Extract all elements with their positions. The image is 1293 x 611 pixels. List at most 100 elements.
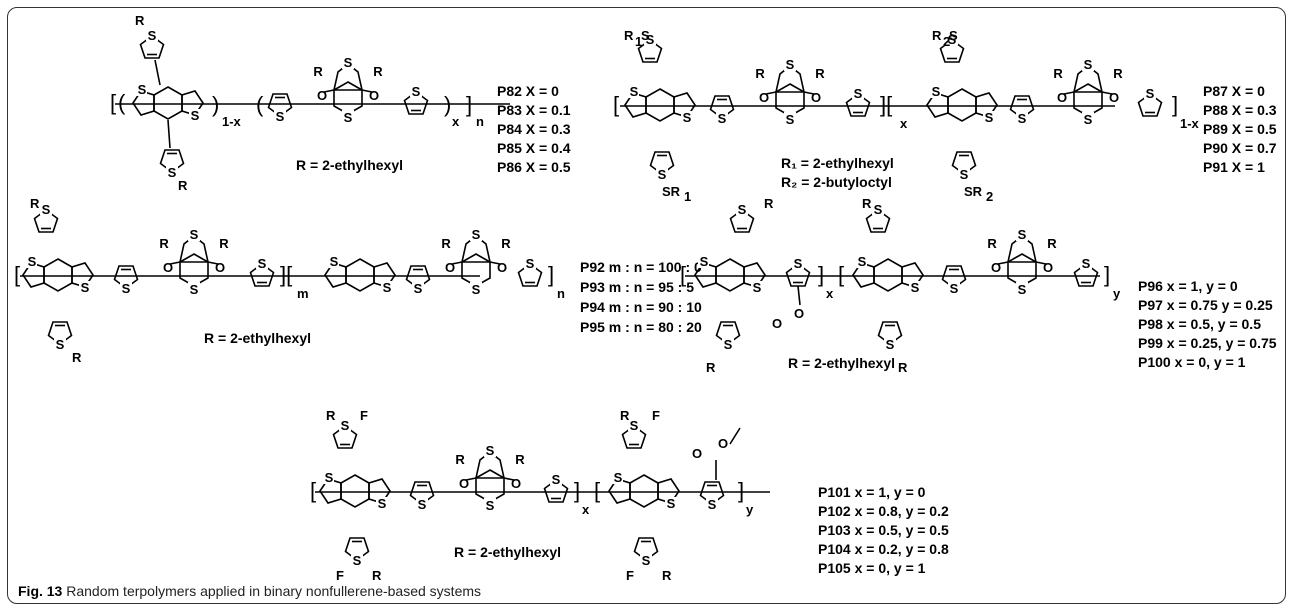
svg-text:][: ][ — [280, 262, 292, 287]
svg-text:P104 x = 0.2, y = 0.8: P104 x = 0.2, y = 0.8 — [818, 541, 949, 557]
svg-text:1-x: 1-x — [222, 114, 242, 129]
svg-text:P88 X = 0.3: P88 X = 0.3 — [1203, 102, 1277, 118]
structure-b: [ R 1 S SR 1 ][ x R 2 S SR 2 ] 1-x R₁ = … — [613, 28, 1277, 204]
figure-caption: Fig. 13 Random terpolymers applied in bi… — [18, 583, 481, 599]
svg-text:R: R — [326, 408, 336, 423]
svg-text:P97 x = 0.75 y = 0.25: P97 x = 0.75 y = 0.25 — [1138, 297, 1273, 313]
svg-text:R: R — [72, 350, 82, 365]
svg-text:R: R — [178, 178, 188, 193]
svg-text:): ) — [444, 92, 451, 117]
svg-text:R: R — [862, 196, 872, 211]
svg-text:O: O — [772, 316, 782, 331]
svg-text:P92 m : n = 100 : 0: P92 m : n = 100 : 0 — [580, 259, 702, 275]
svg-text:R: R — [932, 28, 942, 43]
svg-text:m: m — [297, 286, 309, 301]
svg-text:n: n — [476, 114, 484, 129]
svg-text:S: S — [641, 28, 650, 43]
svg-text:R: R — [706, 360, 716, 375]
svg-text:x: x — [826, 286, 834, 301]
svg-text:x: x — [900, 116, 908, 131]
svg-text:P83 X = 0.1: P83 X = 0.1 — [497, 102, 571, 118]
svg-text:]: ] — [1172, 92, 1178, 117]
svg-text:O: O — [794, 306, 804, 321]
svg-text:R: R — [135, 13, 145, 28]
svg-text:P103 x = 0.5, y = 0.5: P103 x = 0.5, y = 0.5 — [818, 522, 949, 538]
structure-c: [ R R ][ m ] n R = 2-ethylhexyl P92 m : … — [14, 196, 702, 365]
structure-a: [ ( R R ) 1-x ( ) x ] n R = 2-ethylhexyl… — [110, 13, 571, 193]
svg-text:2: 2 — [943, 34, 950, 49]
svg-text:y: y — [746, 502, 754, 517]
figure-label: Fig. 13 — [18, 583, 63, 599]
svg-text:P84 X = 0.3: P84 X = 0.3 — [497, 121, 571, 137]
svg-text:SR: SR — [662, 184, 681, 199]
svg-text:][: ][ — [880, 92, 892, 117]
svg-text:[: [ — [14, 262, 20, 287]
svg-text:P90 X = 0.7: P90 X = 0.7 — [1203, 140, 1277, 156]
svg-text:x: x — [582, 502, 590, 517]
svg-text:O: O — [692, 446, 702, 461]
svg-text:P105 x = 0, y = 1: P105 x = 0, y = 1 — [818, 560, 926, 576]
svg-text:(: ( — [256, 92, 264, 117]
svg-text:P100 x = 0, y = 1: P100 x = 0, y = 1 — [1138, 354, 1246, 370]
svg-text:P96 x = 1, y = 0: P96 x = 1, y = 0 — [1138, 278, 1238, 294]
figure-frame — [7, 7, 1286, 604]
svg-text:R: R — [620, 408, 630, 423]
svg-text:P93 m : n = 95 : 5: P93 m : n = 95 : 5 — [580, 279, 694, 295]
svg-text:P89 X = 0.5: P89 X = 0.5 — [1203, 121, 1277, 137]
svg-text:F: F — [336, 568, 344, 583]
svg-text:P82 X = 0: P82 X = 0 — [497, 83, 559, 99]
structure-d: [ R R O O ] x [ R R ] y R = 2-ethylhexyl… — [680, 196, 1277, 375]
svg-text:): ) — [212, 92, 219, 117]
svg-text:F: F — [652, 408, 660, 423]
figure-caption-text: Random terpolymers applied in binary non… — [66, 583, 482, 599]
svg-text:P99 x = 0.25, y = 0.75: P99 x = 0.25, y = 0.75 — [1138, 335, 1277, 351]
svg-text:P87 X = 0: P87 X = 0 — [1203, 83, 1265, 99]
svg-text:[: [ — [110, 90, 116, 115]
svg-text:]: ] — [466, 92, 472, 117]
svg-text:]: ] — [738, 478, 744, 503]
svg-text:]: ] — [548, 262, 554, 287]
svg-text:P98 x = 0.5, y = 0.5: P98 x = 0.5, y = 0.5 — [1138, 316, 1261, 332]
svg-text:P94 m : n = 90 : 10: P94 m : n = 90 : 10 — [580, 299, 702, 315]
svg-text:R: R — [662, 568, 672, 583]
svg-text:R = 2-ethylhexyl: R = 2-ethylhexyl — [788, 355, 895, 371]
svg-text:]: ] — [1104, 262, 1110, 287]
svg-text:O: O — [718, 436, 728, 451]
svg-text:P95 m : n = 80 : 20: P95 m : n = 80 : 20 — [580, 319, 702, 335]
svg-text:R: R — [624, 28, 634, 43]
svg-text:R₁ = 2-ethylhexyl: R₁ = 2-ethylhexyl — [781, 155, 894, 171]
svg-text:R: R — [372, 568, 382, 583]
svg-text:(: ( — [118, 90, 126, 115]
svg-text:R₂ = 2-butyloctyl: R₂ = 2-butyloctyl — [781, 174, 892, 190]
svg-text:1: 1 — [635, 34, 642, 49]
svg-text:R = 2-ethylhexyl: R = 2-ethylhexyl — [454, 544, 561, 560]
svg-text:2: 2 — [986, 189, 993, 204]
svg-text:[: [ — [838, 262, 844, 287]
svg-text:P86 X = 0.5: P86 X = 0.5 — [497, 159, 571, 175]
svg-text:S: S — [949, 28, 958, 43]
svg-text:1: 1 — [684, 189, 691, 204]
svg-text:R = 2-ethylhexyl: R = 2-ethylhexyl — [296, 157, 403, 173]
svg-text:R: R — [764, 196, 774, 211]
svg-text:1-x: 1-x — [1180, 116, 1200, 131]
svg-text:P91 X = 1: P91 X = 1 — [1203, 159, 1265, 175]
svg-text:R: R — [30, 196, 40, 211]
svg-text:]: ] — [574, 478, 580, 503]
svg-text:[: [ — [594, 478, 600, 503]
structure-e: [ R F F R ] x [ R F F R O O ] y R = 2-et… — [310, 408, 949, 583]
svg-text:y: y — [1113, 286, 1121, 301]
svg-text:R: R — [898, 360, 908, 375]
svg-text:F: F — [626, 568, 634, 583]
svg-text:[: [ — [613, 92, 619, 117]
svg-text:R = 2-ethylhexyl: R = 2-ethylhexyl — [204, 330, 311, 346]
svg-text:P85 X = 0.4: P85 X = 0.4 — [497, 140, 571, 156]
svg-text:x: x — [452, 114, 460, 129]
svg-text:[: [ — [680, 262, 686, 287]
svg-text:n: n — [557, 286, 565, 301]
svg-text:P102 x = 0.8, y = 0.2: P102 x = 0.8, y = 0.2 — [818, 503, 949, 519]
svg-text:[: [ — [310, 478, 316, 503]
svg-text:]: ] — [818, 262, 824, 287]
svg-text:SR: SR — [964, 184, 983, 199]
svg-text:F: F — [360, 408, 368, 423]
svg-text:P101 x = 1, y = 0: P101 x = 1, y = 0 — [818, 484, 926, 500]
